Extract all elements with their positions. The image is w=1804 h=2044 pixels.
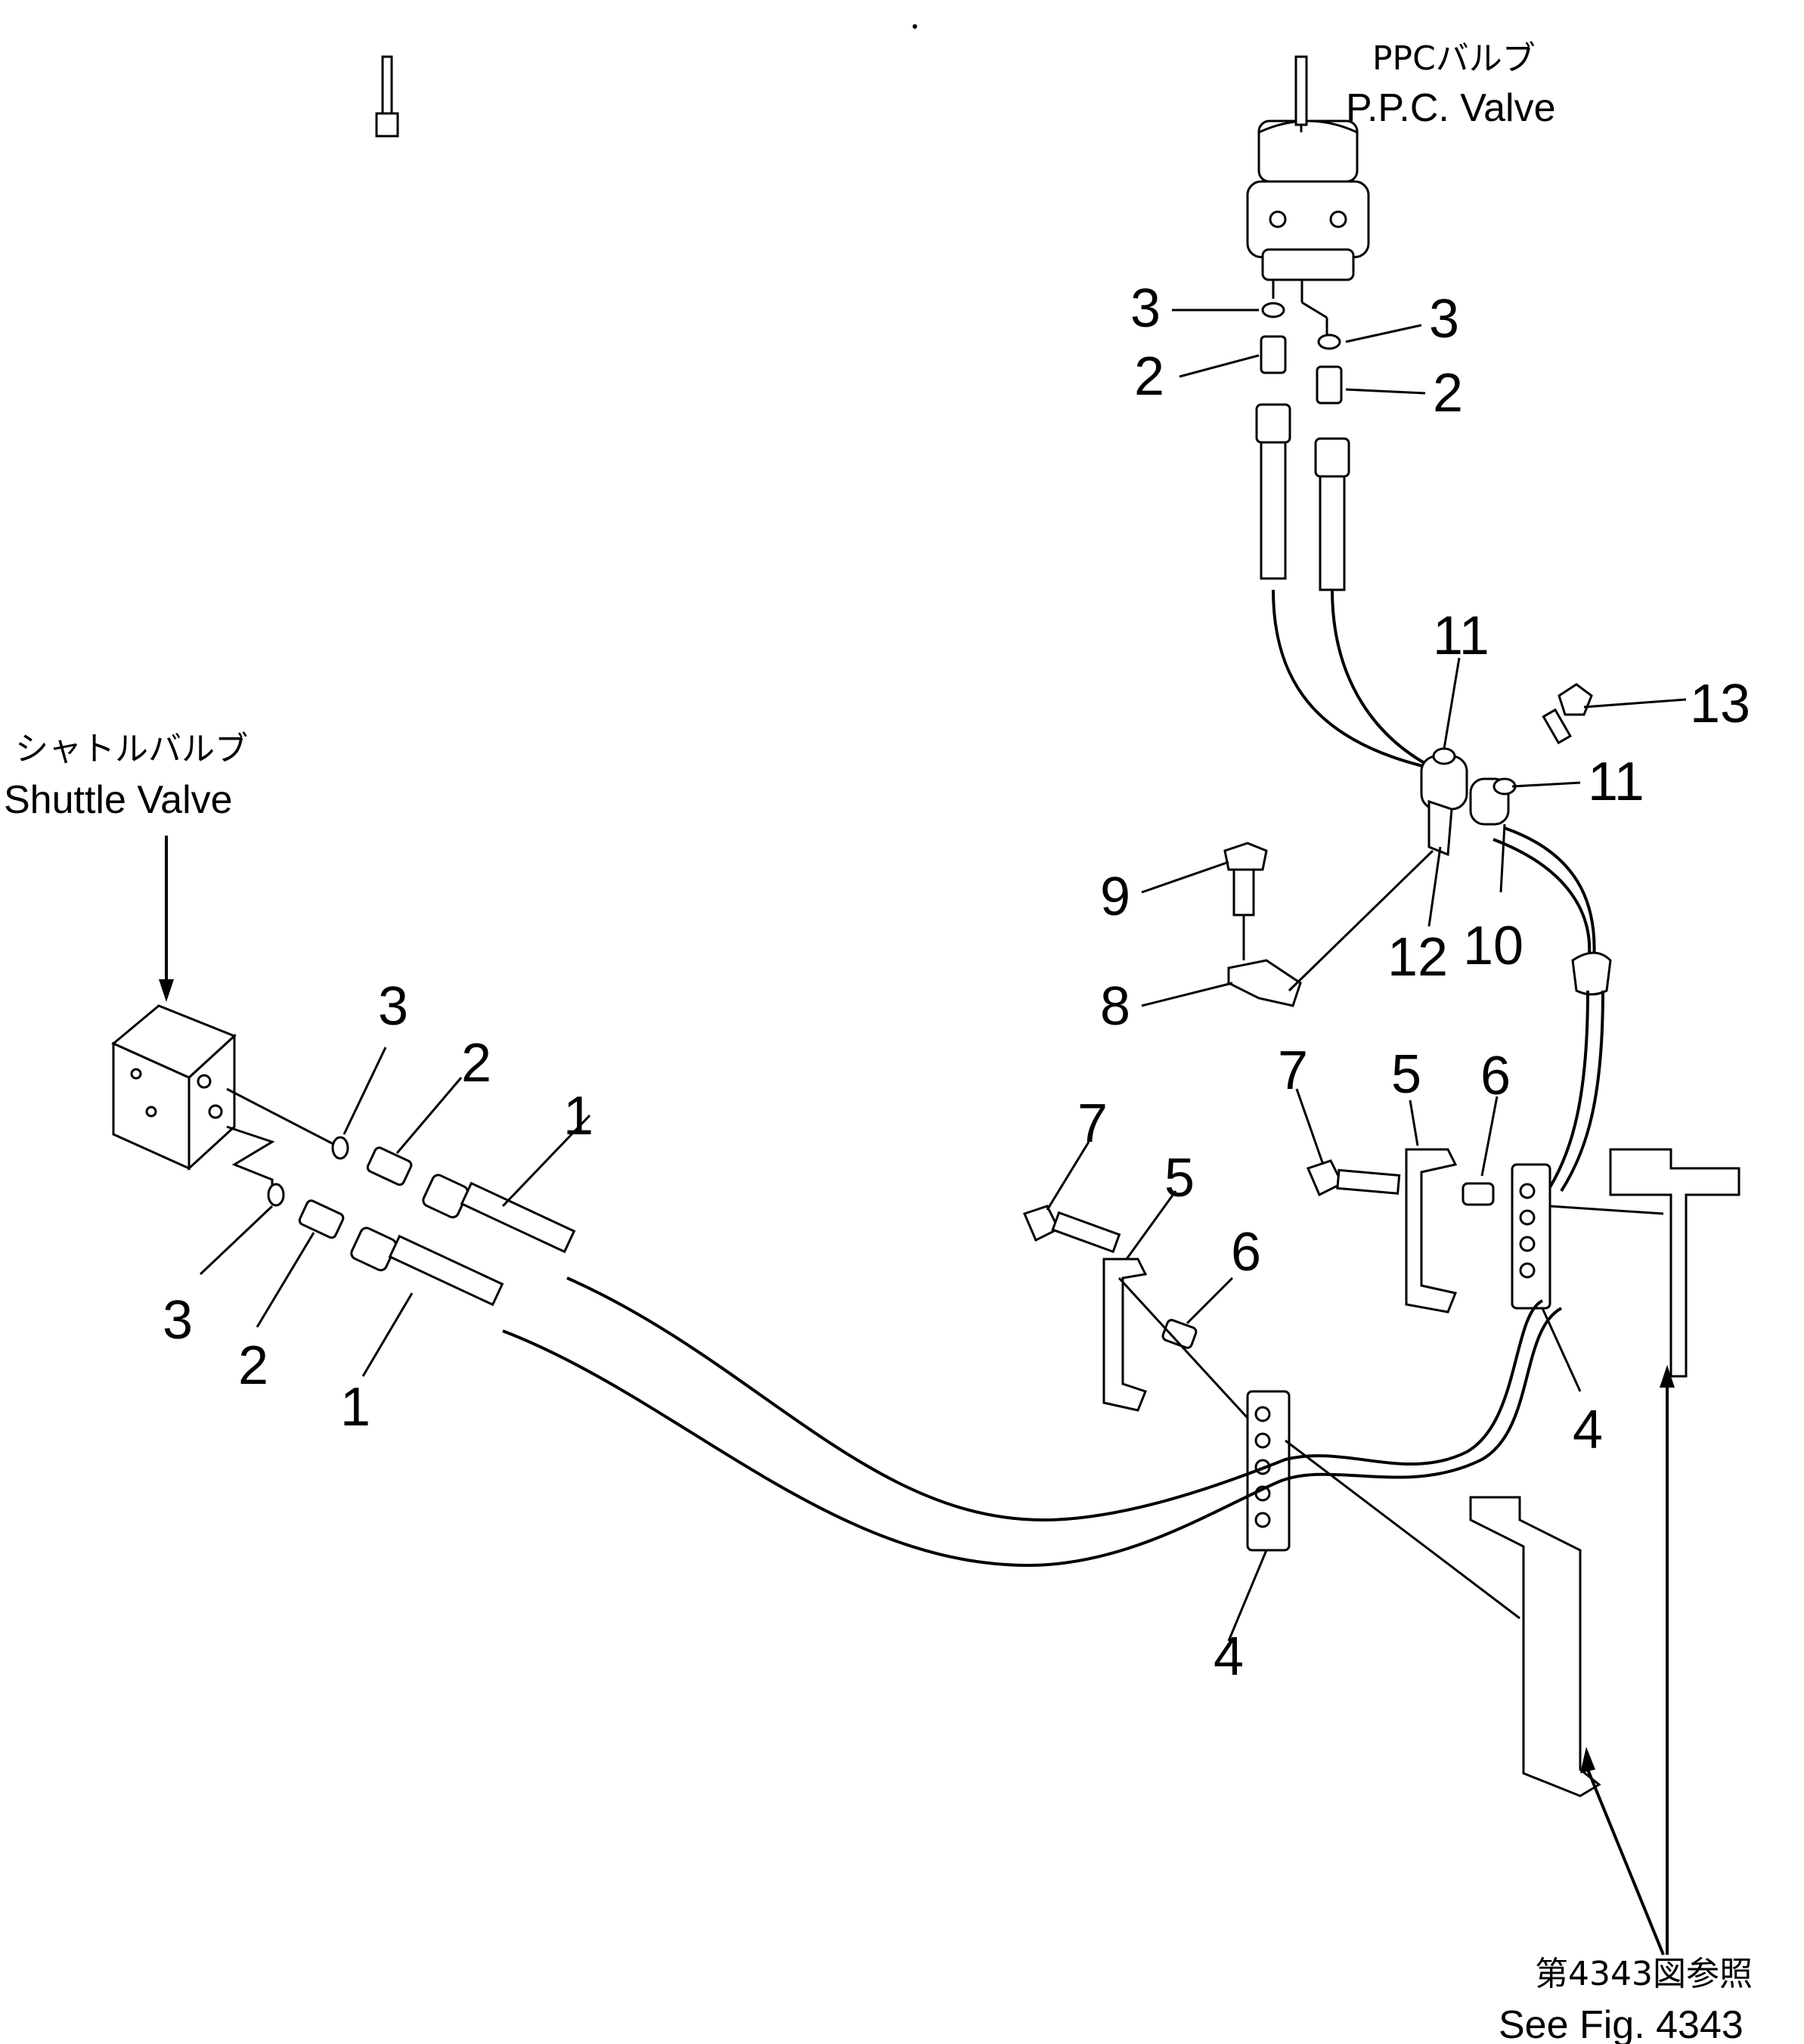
clamp-assembly (1420, 747, 1517, 857)
bracket-8 (1227, 959, 1302, 1007)
leader-line (226, 1125, 275, 1191)
frame-bracket (1549, 1148, 1740, 1378)
callout-11: 11 (1433, 606, 1489, 666)
hose-line (1272, 589, 1430, 769)
reference-label-jp: 第4343図参照 (1535, 1955, 1753, 1993)
clamp-small (1571, 951, 1612, 996)
ppc-valve-label-en: P.P.C. Valve (1346, 86, 1556, 130)
plate-4 (1246, 1390, 1291, 1552)
bolt-7 (1306, 1159, 1401, 1197)
hose-line (566, 1276, 1544, 1522)
bolt-7 (1022, 1205, 1121, 1254)
ppc-valve-stem (1294, 55, 1308, 126)
hose-end-1 (388, 1234, 504, 1307)
callout-4: 4 (1573, 1400, 1603, 1460)
plate-4 (1511, 1163, 1551, 1310)
hose-nut (1255, 403, 1291, 444)
callout-2: 2 (1433, 363, 1463, 423)
adapter-2 (1316, 365, 1343, 405)
o-ring-3 (331, 1136, 349, 1160)
hose-nut (1314, 437, 1350, 478)
hose-line (1331, 589, 1441, 773)
callout-5: 5 (1164, 1148, 1195, 1208)
callout-3: 3 (1429, 289, 1459, 349)
callout-13: 13 (1690, 674, 1750, 734)
hose-line (1560, 990, 1604, 1193)
callout-10: 10 (1463, 916, 1523, 976)
frame-bracket (1285, 1439, 1601, 1797)
bolt-13 (1542, 683, 1593, 745)
callout-5: 5 (1391, 1044, 1421, 1105)
hose-line (1548, 990, 1589, 1189)
o-ring-3 (1261, 302, 1285, 318)
bracket-5 (1102, 1258, 1148, 1412)
ppc-valve-label-jp: PPCバルブ (1372, 39, 1536, 78)
callout-3: 3 (378, 976, 408, 1037)
bracket-5 (1405, 1148, 1458, 1314)
hose-line (502, 1307, 1562, 1568)
adapter-2 (1260, 335, 1287, 374)
hose-end-1 (460, 1181, 576, 1254)
arrows (159, 836, 1675, 1956)
callout-7: 7 (1077, 1093, 1108, 1154)
shuttle-valve-label-en: Shuttle Valve (4, 778, 233, 822)
spacer-6 (1461, 1182, 1495, 1206)
shuttle-valve-drawing (111, 1004, 237, 1171)
o-ring-3 (267, 1183, 285, 1207)
callout-2: 2 (238, 1335, 268, 1396)
o-ring-3 (1317, 333, 1341, 350)
leader-line (226, 1087, 337, 1147)
callout-2: 2 (1134, 346, 1164, 407)
callout-4: 4 (1214, 1627, 1244, 1687)
reference-label-en: See Fig. 4343 (1499, 2003, 1744, 2044)
ppc-valve-drawing (375, 55, 1370, 337)
callout-8: 8 (1100, 976, 1130, 1037)
hose-nut (350, 1227, 397, 1272)
callout-7: 7 (1278, 1041, 1308, 1101)
adapter-2 (298, 1199, 345, 1239)
callout-3: 3 (163, 1290, 193, 1351)
speck (913, 24, 917, 29)
hose-nut (422, 1174, 469, 1219)
callout-3: 3 (1130, 278, 1161, 339)
callout-12: 12 (1387, 927, 1448, 988)
adapter-2 (366, 1146, 413, 1186)
callout-1: 1 (563, 1086, 594, 1146)
callout-9: 9 (1100, 867, 1130, 927)
callout-2: 2 (461, 1033, 491, 1093)
shuttle-valve-label-jp: シャトルバルブ (15, 730, 248, 768)
leader-lines (199, 309, 1687, 1642)
callout-1: 1 (340, 1377, 370, 1438)
callout-6: 6 (1480, 1046, 1511, 1106)
bolt-9 (1223, 842, 1268, 917)
callout-11: 11 (1588, 752, 1644, 812)
hose-end-1 (1260, 441, 1287, 580)
hose-end-1 (1319, 475, 1346, 591)
callout-6: 6 (1231, 1222, 1261, 1283)
